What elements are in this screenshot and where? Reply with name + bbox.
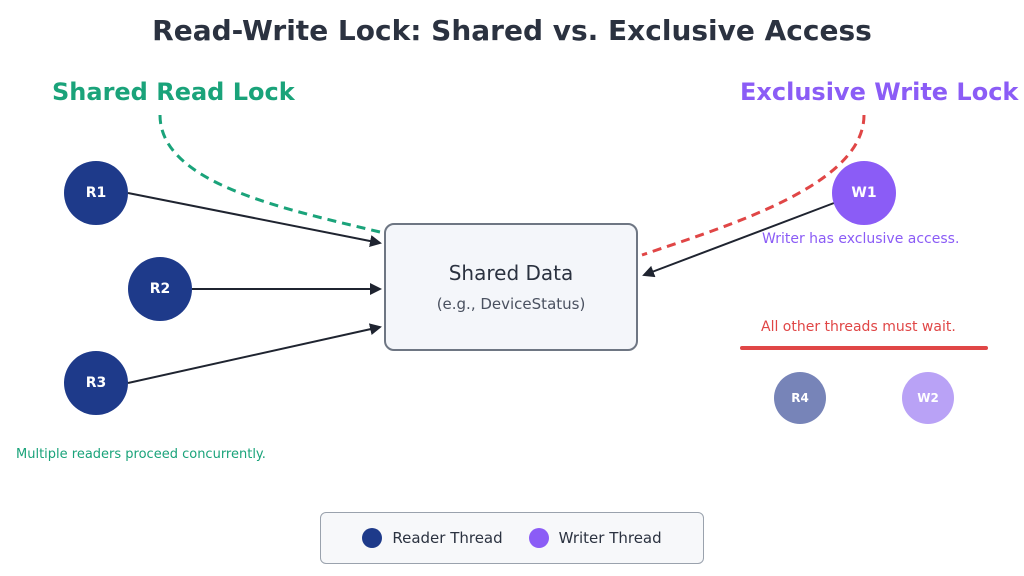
shared-data-subtitle: (e.g., DeviceStatus) — [436, 295, 586, 313]
wait-note: All other threads must wait. — [761, 319, 956, 335]
reader-r3: R3 — [64, 351, 128, 415]
legend-item-reader: Reader Thread — [362, 528, 503, 548]
readers-note: Multiple readers proceed concurrently. — [16, 447, 266, 462]
legend-item-writer: Writer Thread — [528, 528, 662, 548]
shared-data-box: Shared Data (e.g., DeviceStatus) — [384, 223, 638, 351]
shared-data-title: Shared Data — [448, 261, 574, 285]
waiting-reader-r4: R4 — [774, 372, 826, 424]
diagram-title: Read-Write Lock: Shared vs. Exclusive Ac… — [152, 14, 872, 47]
reader-r1: R1 — [64, 161, 128, 225]
writer-note: Writer has exclusive access. — [762, 231, 960, 247]
writer-w1: W1 — [832, 161, 896, 225]
reader-dot-icon — [362, 528, 383, 548]
writer-dot-icon — [528, 528, 549, 548]
reader-r2: R2 — [128, 257, 192, 321]
r1-arrow — [127, 192, 382, 247]
exclusive-lock-dashed-curve — [641, 114, 866, 257]
legend: Reader Thread Writer Thread — [320, 512, 704, 564]
shared-lock-dashed-curve — [158, 114, 385, 235]
waiting-writer-w2: W2 — [902, 372, 954, 424]
r3-arrow — [127, 323, 382, 384]
legend-reader-label: Reader Thread — [392, 529, 503, 547]
exclusive-write-lock-label: Exclusive Write Lock — [740, 78, 1019, 106]
w1-arrow — [642, 202, 835, 278]
shared-read-lock-label: Shared Read Lock — [52, 78, 295, 106]
legend-writer-label: Writer Thread — [558, 529, 662, 547]
